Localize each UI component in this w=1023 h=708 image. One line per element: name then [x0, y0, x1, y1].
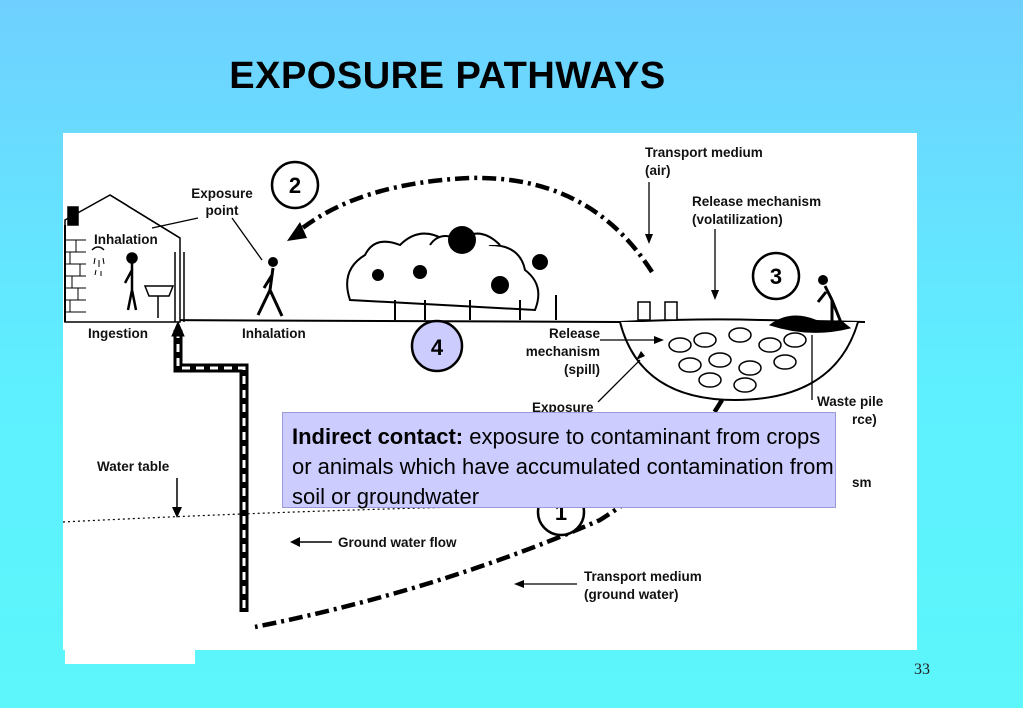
label-release-spill-1: Release — [549, 326, 601, 341]
air-pathway-arrowhead — [287, 222, 307, 241]
callout-text: exposure to contaminant from crops or an… — [292, 424, 834, 509]
ground-surface — [149, 318, 866, 324]
air-pathway-arrow — [298, 175, 654, 274]
waste-pile — [619, 301, 859, 402]
label-waste-pile-1: Waste pile — [817, 394, 884, 409]
pathway-circle-2: 2 — [270, 160, 320, 210]
label-ingestion: Ingestion — [88, 326, 148, 341]
label-transport-air-2: (air) — [645, 163, 671, 178]
walking-person — [256, 257, 284, 317]
pathway-number-2: 2 — [289, 173, 301, 198]
pathway-circle-3: 3 — [751, 251, 801, 301]
label-transport-air-1: Transport medium — [645, 145, 763, 160]
pathway-number-4: 4 — [431, 335, 444, 360]
indirect-contact-callout: Indirect contact: exposure to contaminan… — [282, 412, 836, 509]
slide-title: EXPOSURE PATHWAYS — [229, 55, 666, 97]
label-release-volatilization-1: Release mechanism — [692, 194, 821, 209]
trees — [346, 226, 557, 320]
callout-heading: Indirect contact: — [292, 424, 464, 449]
pointer-lines — [151, 182, 813, 585]
label-exposure-point-1: Exposure — [191, 186, 253, 201]
label-transport-groundwater-2: (ground water) — [584, 587, 679, 602]
worker-person — [816, 275, 844, 326]
label-waste-pile-2: rce) — [852, 412, 877, 427]
page-number: 33 — [914, 661, 930, 678]
label-ground-water-flow: Ground water flow — [338, 535, 457, 550]
label-exposure-partial: Exposure — [532, 400, 594, 415]
label-exposure-point-2: point — [206, 203, 239, 218]
label-inhalation-walker: Inhalation — [242, 326, 306, 341]
pathway-circle-4: 4 — [410, 319, 464, 373]
pathway-number-3: 3 — [770, 264, 782, 289]
label-release-spill-2: mechanism — [526, 344, 600, 359]
label-release-spill-3: (spill) — [564, 362, 600, 377]
label-water-table: Water table — [97, 459, 170, 474]
label-inhalation-house: Inhalation — [94, 232, 158, 247]
label-transport-groundwater-1: Transport medium — [584, 569, 702, 584]
label-sm-fragment: sm — [852, 475, 872, 490]
house — [64, 194, 185, 323]
label-release-volatilization-2: (volatilization) — [692, 212, 783, 227]
well-pipe — [171, 320, 249, 612]
diagram-panel-tab — [65, 648, 195, 664]
